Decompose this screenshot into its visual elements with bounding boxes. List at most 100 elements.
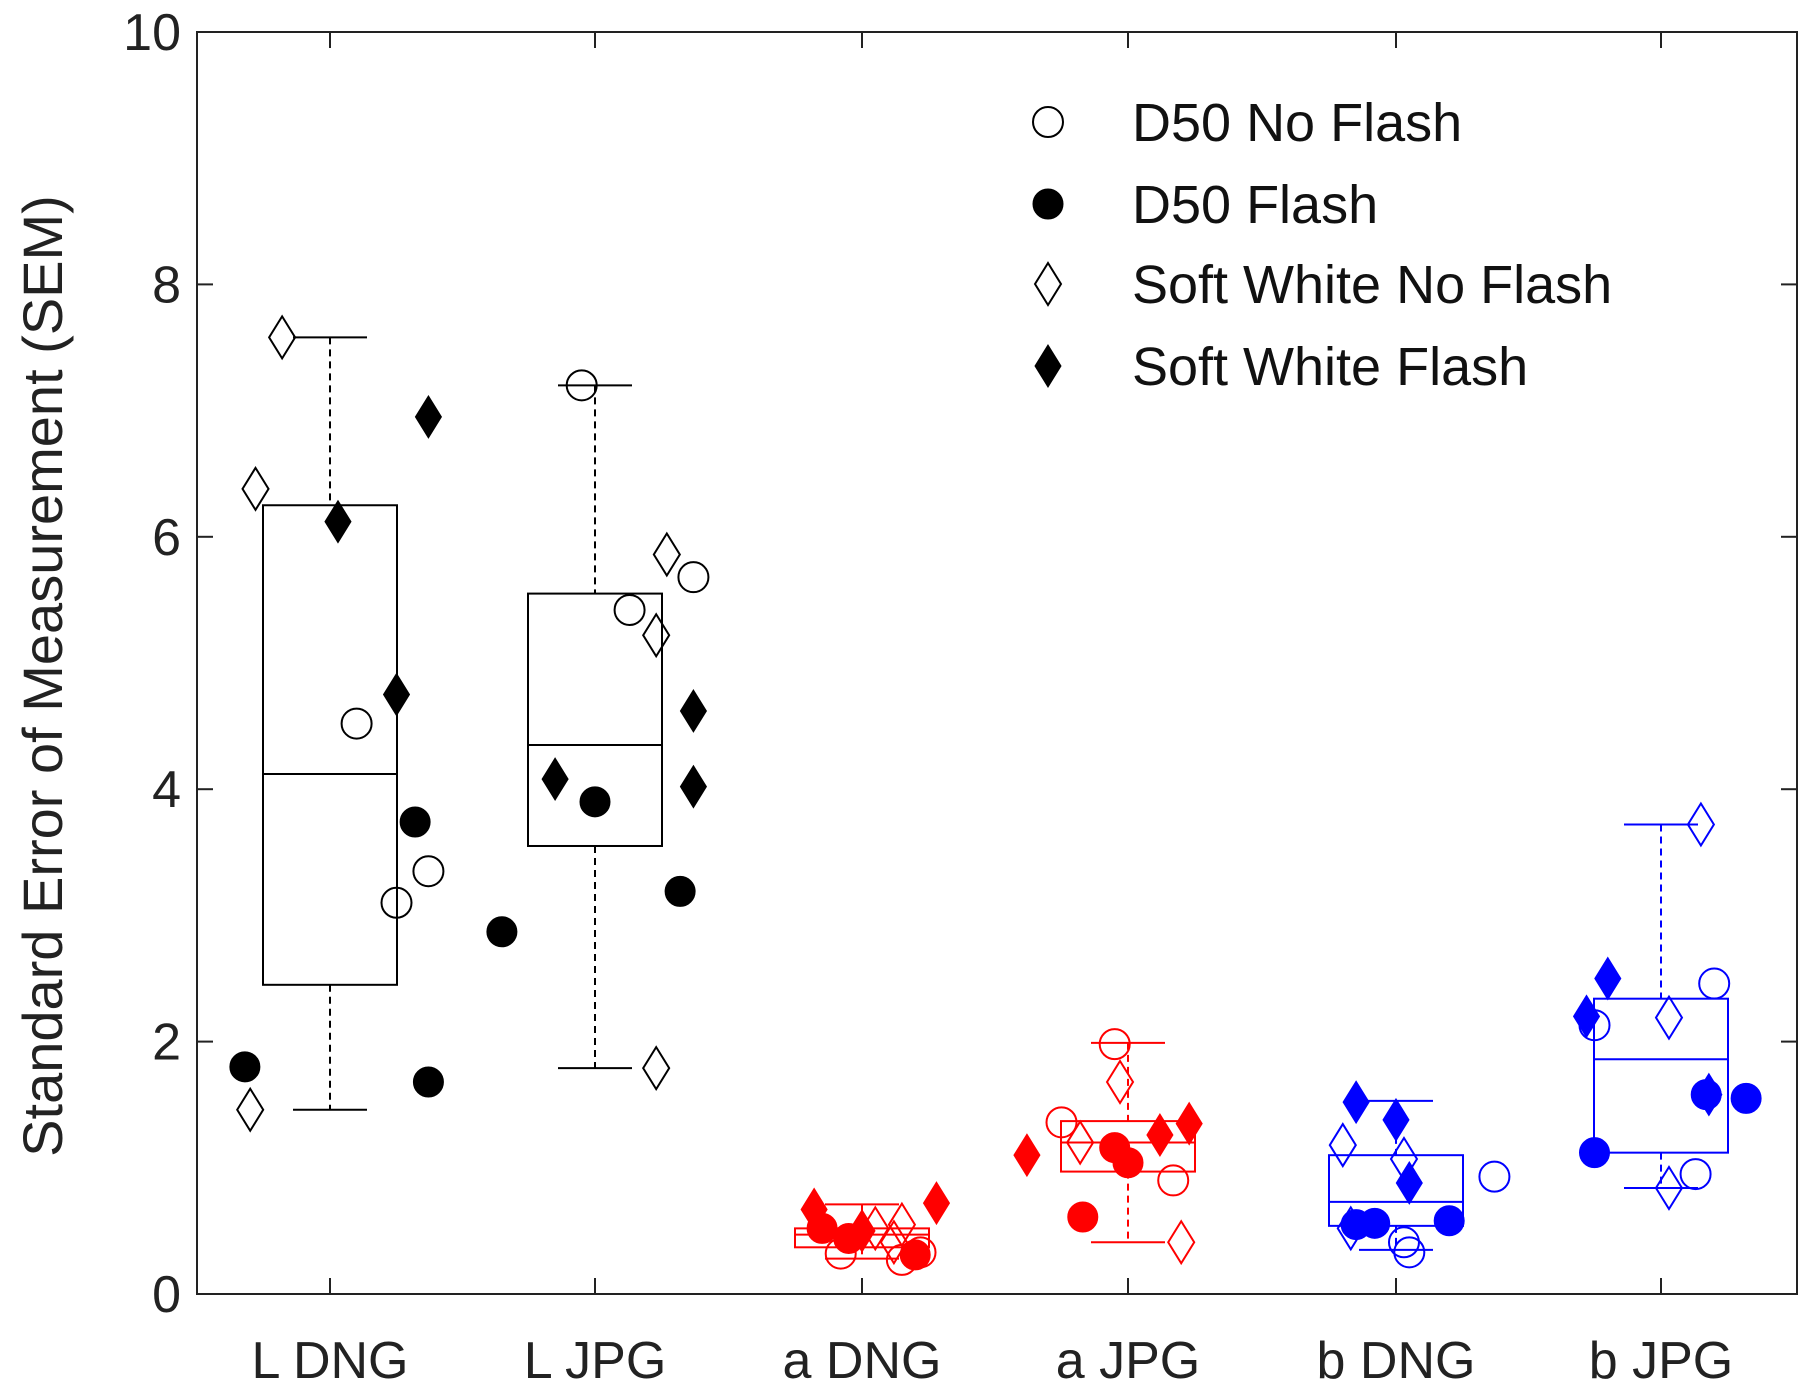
data-point [1013,1133,1041,1178]
data-point [1478,1160,1511,1193]
legend-marker [1033,261,1063,307]
data-point [664,875,696,907]
data-point [541,757,569,802]
box-b-jpg [1593,823,1729,1189]
legend-marker [1034,344,1062,388]
data-point [677,561,710,594]
box [262,504,398,986]
legend-label: D50 No Flash [1132,93,1462,153]
y-tick-label: 4 [152,761,181,819]
data-point [1112,1147,1144,1179]
y-tick-label: 8 [152,256,181,314]
data-point [1579,1137,1610,1169]
data-point [1686,801,1716,848]
box-l-dng [262,336,398,1111]
data-point [1572,994,1601,1039]
data-point [340,707,373,740]
data-point [1695,1072,1723,1117]
series-soft-white-no-flash [236,314,1716,1266]
plot-area [229,314,1762,1276]
data-point [613,593,646,626]
data-point [1698,967,1731,1000]
data-point [1382,1097,1410,1142]
y-tick-label: 10 [123,4,181,62]
data-point [412,855,445,888]
data-point [848,1208,876,1253]
legend-entry: D50 No Flash [1032,93,1462,153]
axes-frame [196,31,1798,1295]
x-tick-label: L DNG [252,1332,409,1390]
data-point [229,1051,261,1083]
legend-label: Soft White No Flash [1132,255,1612,315]
data-point [1328,1122,1357,1168]
data-point [1594,956,1622,1001]
legend-label: D50 Flash [1132,175,1378,235]
box [1593,997,1729,1154]
data-point [486,916,518,948]
legend-marker [1032,106,1064,138]
legend-entry: Soft White No Flash [1033,255,1612,315]
y-tick-label: 0 [152,1266,181,1324]
box [1328,1154,1464,1227]
data-point [652,531,681,578]
y-axis-title: Standard Error of Measurement (SEM) [11,195,74,1157]
x-tick-label: b DNG [1317,1332,1476,1390]
axis-ticks: 0 2 4 6 8 10 L DNG L JPG a DNG a JPG b DNG b JPG [123,4,1797,1390]
data-point [1679,1158,1712,1191]
data-point [642,1045,671,1092]
data-point [1393,1236,1426,1269]
x-tick-label: a DNG [783,1332,942,1390]
data-point [1105,1059,1135,1105]
data-point [1395,1160,1423,1205]
data-point [1146,1113,1174,1157]
data-point [412,1066,444,1098]
series-soft-white-flash [324,394,1723,1253]
series-d50-flash [229,786,1762,1271]
legend-marker [1032,188,1064,220]
data-point [267,314,297,361]
data-point [1730,1082,1762,1114]
legend-label: Soft White Flash [1132,337,1528,397]
y-tick-label: 2 [152,1014,181,1072]
data-point [1359,1207,1391,1239]
x-tick-label: a JPG [1056,1332,1201,1390]
data-point [380,886,413,919]
data-point [1065,1119,1095,1166]
data-point [1654,1165,1684,1211]
data-point [800,1187,828,1232]
data-point [879,1219,909,1266]
data-point [1433,1205,1465,1237]
legend-entry: D50 Flash [1032,175,1378,235]
data-point [1157,1164,1190,1197]
data-point [414,394,443,439]
data-point [1067,1201,1099,1233]
data-point [382,672,411,717]
legend-entry: Soft White Flash [1034,337,1528,397]
data-point [1167,1219,1196,1266]
series-d50-no-flash [340,369,1731,1276]
data-point [679,689,708,733]
data-point [1654,994,1684,1041]
box [527,592,663,847]
data-point [399,806,431,838]
data-point [241,465,270,512]
data-point [324,499,352,544]
data-point [1387,1226,1420,1259]
data-point [1045,1106,1078,1139]
data-point [642,612,671,659]
data-point [579,786,611,818]
data-point [1336,1205,1365,1252]
data-point [565,369,598,402]
data-point [1175,1101,1203,1146]
data-point [887,1201,917,1248]
x-tick-label: b JPG [1589,1332,1734,1390]
box-l-jpg [527,384,663,1070]
x-tick-label: L JPG [524,1332,667,1390]
data-point [1098,1028,1131,1061]
data-point [236,1086,265,1133]
data-point [922,1181,951,1226]
data-point [1342,1080,1370,1125]
y-tick-label: 6 [152,509,181,567]
